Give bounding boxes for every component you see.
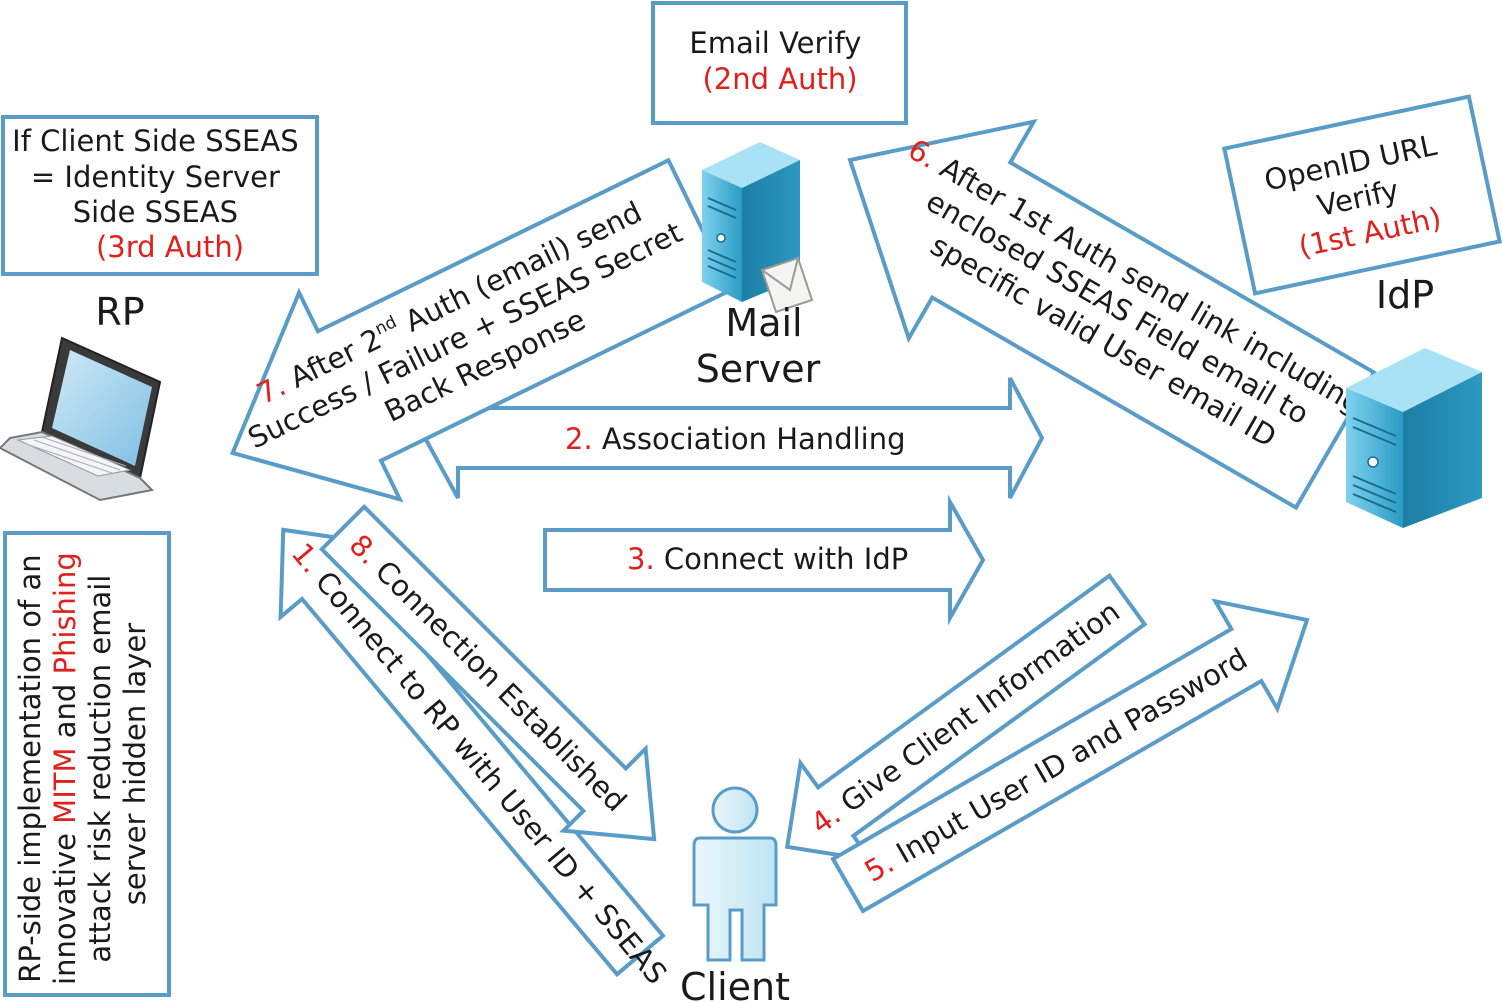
envelope-icon: [760, 256, 814, 314]
idp-server-icon: [1346, 348, 1482, 528]
email-verify-line2: (2nd Auth): [702, 62, 857, 96]
svg-text:2. Association Handling: 2. Association Handling: [565, 422, 906, 456]
rp-side-line4: server hidden layer: [118, 623, 152, 906]
svg-text:Email Verify (2nd Auth): Email Verify (2nd Auth): [689, 26, 870, 96]
mail-server-label-line1: Mail: [725, 301, 802, 345]
client-side-line2: = Identity Server: [31, 160, 280, 194]
email-verify-box: Email Verify (2nd Auth): [651, 1, 908, 125]
svg-text:3. Connect with IdP: 3. Connect with IdP: [627, 542, 908, 576]
rp-side-phishing: Phishing: [48, 552, 82, 674]
rp-side-line2-c: and: [48, 675, 82, 748]
email-verify-line1: Email Verify: [689, 26, 861, 60]
step-2-number: 2.: [565, 422, 593, 456]
arrow-3-connect-with-idp: 3. Connect with IdP: [543, 494, 986, 626]
step-3-number: 3.: [627, 542, 655, 576]
svg-text:RP-side implementation of an: RP-side implementation of an innovative …: [13, 543, 152, 985]
client-person-icon: [692, 786, 778, 962]
rp-side-line2-a: innovative: [48, 824, 82, 985]
client-side-sseas-box: If Client Side SSEAS = Identity Server S…: [1, 115, 319, 276]
client-side-line4: (3rd Auth): [96, 230, 244, 264]
rp-side-mitm: MITM: [48, 748, 82, 824]
laptop-icon: [0, 336, 162, 502]
rp-side-line3: attack risk reduction email: [83, 575, 117, 963]
step-2-label: Association Handling: [593, 422, 906, 456]
rp-side-implementation-box: RP-side implementation of an innovative …: [3, 531, 171, 997]
rp-label: RP: [95, 290, 144, 334]
client-side-line3: Side SSEAS: [73, 195, 238, 229]
openid-verify-box: OpenID URL Verify (1st Auth): [1221, 94, 1502, 296]
rp-side-line1: RP-side implementation of an: [13, 554, 47, 982]
mail-server-label-line2: Server: [696, 347, 821, 391]
client-label: Client: [680, 965, 790, 1003]
step-3-label: Connect with IdP: [655, 542, 909, 576]
arrow-2-association-handling: 2. Association Handling: [422, 377, 1045, 499]
idp-label: IdP: [1376, 273, 1434, 317]
client-side-line1: If Client Side SSEAS: [12, 124, 298, 158]
svg-text:If Client Side SSEAS = I: If Client Side SSEAS = Identity Server S…: [12, 124, 308, 264]
